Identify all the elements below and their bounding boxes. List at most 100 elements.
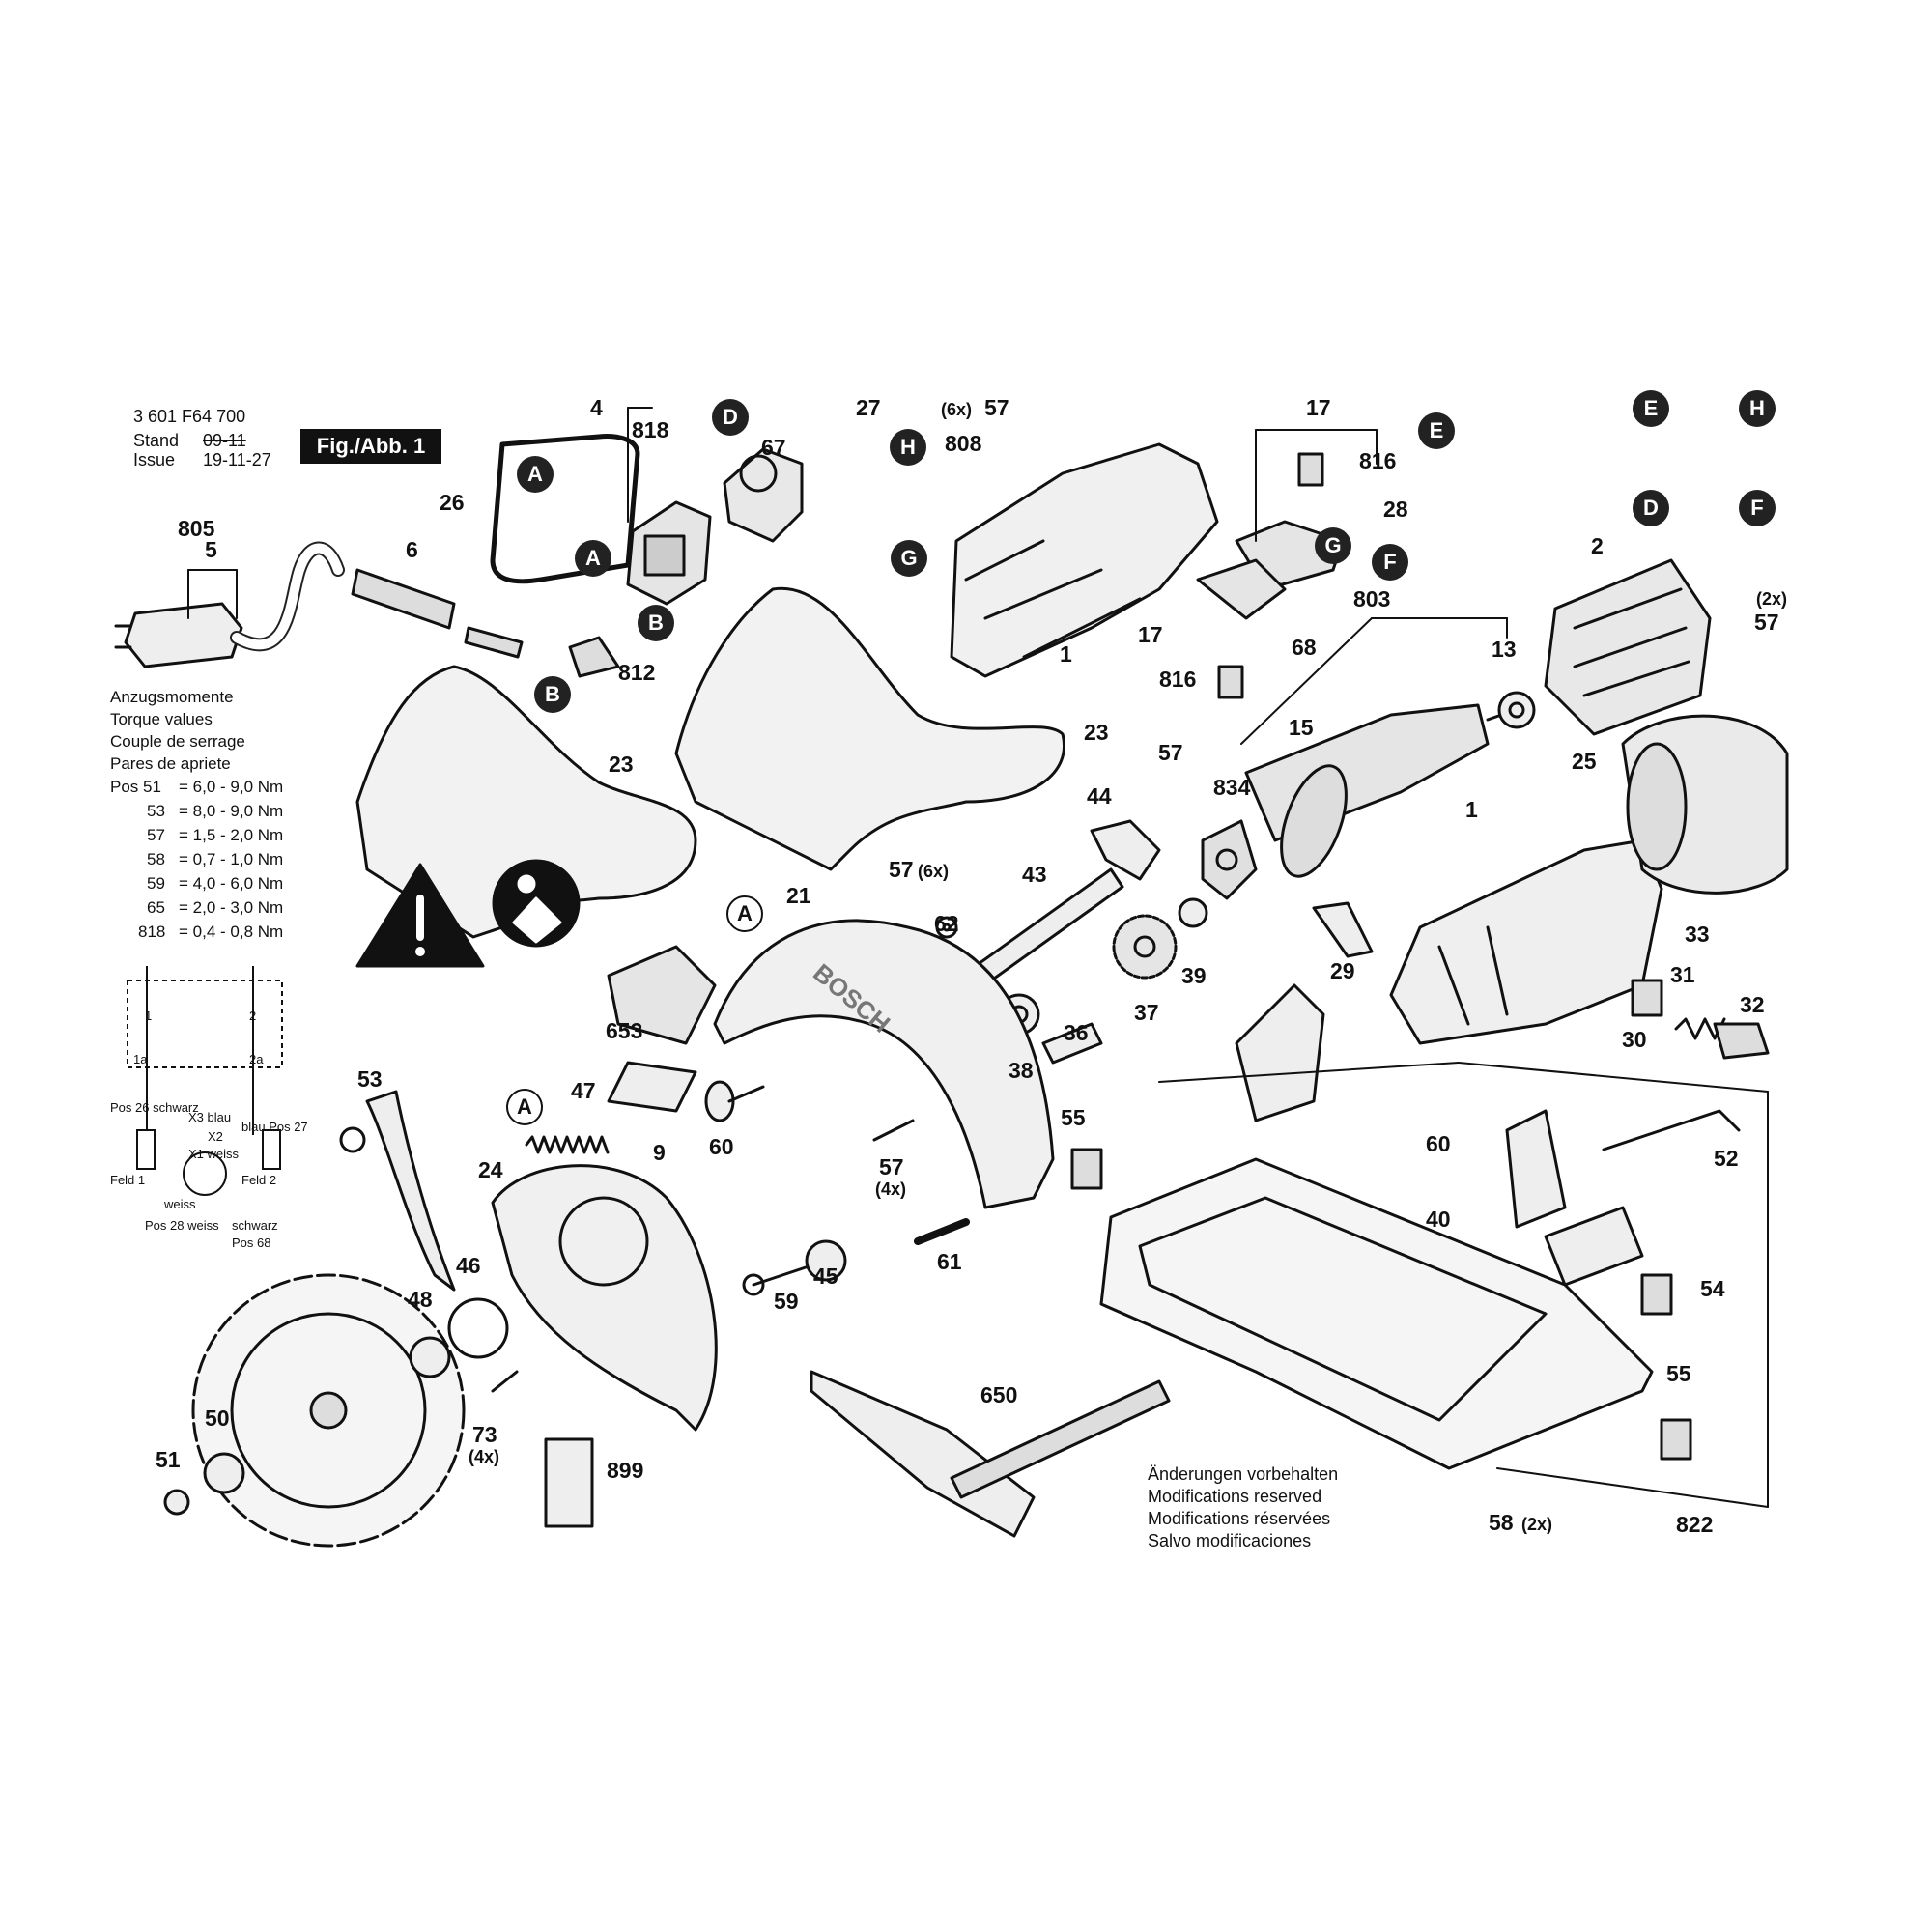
wiring-label: schwarz [232,1218,278,1233]
motor-cover [1621,714,1789,895]
cap-30 [1631,979,1663,1017]
clip-812 [568,636,620,678]
pin-61 [914,1218,970,1245]
marker-h: H [890,429,926,466]
modifications-note-es: Salvo modificaciones [1148,1531,1312,1550]
screw-60a [704,1080,765,1122]
torque-pos: 57 [147,826,165,844]
wiring-label: 1a [133,1052,148,1066]
torque-pos: 59 [147,874,165,893]
wiring-label: Pos 68 [232,1236,271,1250]
part-label: 45 [813,1264,838,1289]
part-label: 57 [879,1154,904,1179]
part-number: 3 601 F64 700 [133,407,246,426]
part-label: 5 [205,537,217,562]
clamp-54 [1640,1273,1673,1316]
screw-59 [742,1264,813,1296]
part-label: 68 [1292,635,1317,660]
part-label: 47 [571,1078,596,1103]
electronic-module [723,447,804,543]
fan-baffle [1201,819,1258,900]
part-label: 55 [1061,1105,1086,1130]
spindle-36 [1041,1022,1103,1065]
part-label: 52 [1714,1146,1739,1171]
wiring-label: weiss [164,1197,196,1211]
part-label: 803 [1353,586,1391,611]
handle-half-left [355,665,697,939]
torque-value: = 4,0 - 6,0 Nm [179,874,284,893]
part-label: 25 [1572,749,1597,774]
grease-tube [544,1437,594,1528]
issue-value: 19-11-27 [203,450,271,469]
part-label: 2 [1591,533,1604,558]
part-label: 17 [1138,622,1163,647]
marker-d: D [1633,490,1669,526]
torque-heading-fr: Couple de serrage [110,732,245,751]
saw-blade [191,1273,466,1548]
part-label: 26 [440,490,465,515]
part-label: 1 [1465,797,1478,822]
screw-73 [491,1370,519,1393]
part-label: 51 [156,1447,181,1472]
brush-holder [1196,452,1345,699]
armature [1244,703,1509,878]
part-label-qty: (2x) [1521,1515,1553,1534]
spring-47 [525,1135,610,1154]
part-label-qty: (6x) [918,862,950,881]
marker-a: A [575,540,611,577]
marker-h: H [1739,390,1776,427]
part-label: 59 [774,1289,799,1314]
marker-a: A [517,456,554,493]
wiring-label: X1 weiss [188,1147,240,1161]
marker-e: E [1633,390,1669,427]
torque-heading-de: Anzugsmomente [110,688,234,706]
modifications-note-fr: Modifications réservées [1148,1509,1331,1528]
part-label: 38 [1009,1058,1034,1083]
part-label: 73 [472,1422,497,1447]
washer-50 [203,1452,245,1494]
lower-blade-guard [491,1164,718,1432]
hex-key-52 [1602,1109,1741,1151]
bracket-822 [1544,1206,1644,1287]
parallel-guide [810,1370,1171,1538]
motor-housing [1389,838,1663,1045]
flange-48 [409,1336,451,1378]
dust-nozzle-653 [607,945,717,1045]
part-label: 58 [1489,1510,1514,1535]
marker-e: E [1418,412,1455,449]
part-label: 43 [1022,862,1047,887]
bushing-45 [805,1239,847,1282]
torque-value: = 8,0 - 9,0 Nm [179,802,284,820]
part-label: 54 [1700,1276,1725,1301]
washer-62 [935,916,958,939]
fence-bracket [1235,983,1325,1122]
wiring-label: 2 [249,1009,257,1023]
read-manual-icon [492,859,581,948]
part-label-qty: (4x) [875,1179,907,1199]
part-label: 808 [945,431,982,456]
torque-value: = 0,7 - 1,0 Nm [179,850,284,868]
part-label: 60 [1426,1131,1451,1156]
stand-value: 09-11 [203,431,246,450]
depth-bracket-40 [1505,1109,1567,1229]
part-label: 9 [653,1140,666,1165]
part-label: 23 [609,752,634,777]
part-label: 55 [1666,1361,1691,1386]
shaft-43 [974,867,1124,985]
wiring-label: 2a [249,1052,264,1066]
torque-heading-es: Pares de apriete [110,754,231,773]
part-label: 816 [1159,667,1197,692]
part-label: 30 [1622,1027,1647,1052]
ring-46 [447,1297,509,1359]
part-39 [1178,897,1208,928]
part-label: 48 [408,1287,433,1312]
marker-b: B [534,676,571,713]
marker-b: B [638,605,674,641]
part-label: 40 [1426,1207,1451,1232]
marker-d: D [712,399,749,436]
power-cord-plug [114,541,524,668]
marker-g: G [1315,527,1351,564]
gear-37 [1112,914,1178,980]
bearing-13 [1497,691,1536,729]
